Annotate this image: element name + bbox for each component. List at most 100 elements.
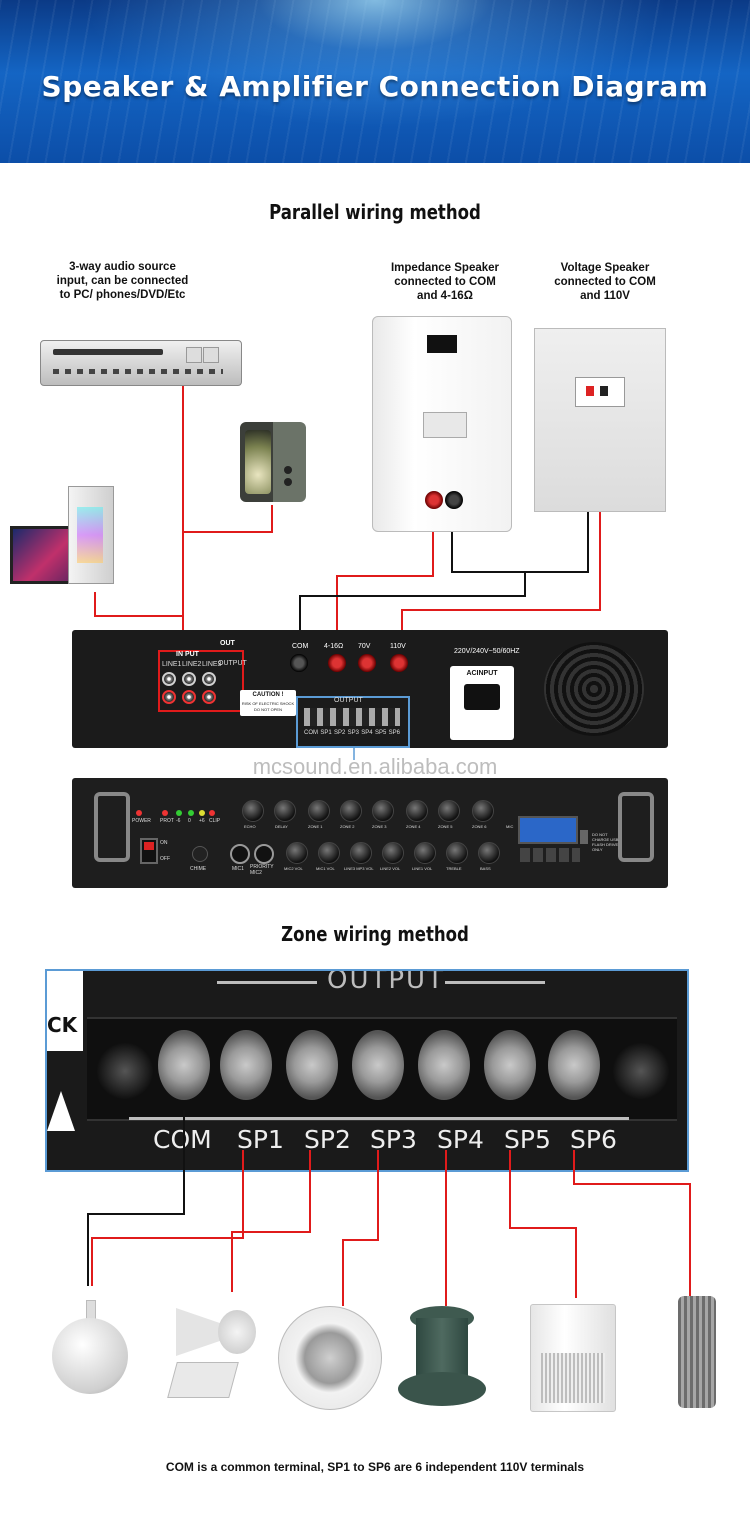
output-rule-left <box>217 981 317 984</box>
terminal-label-sp1: SP1 <box>237 1125 284 1154</box>
mic1-jack[interactable] <box>230 844 250 864</box>
terminal-base-rule <box>129 1117 629 1120</box>
chime-label: CHIME <box>190 866 207 872</box>
rack-handle-right <box>618 792 654 862</box>
echo-knob[interactable] <box>242 800 264 822</box>
led-0-label: 0 <box>188 818 191 824</box>
phone-camera <box>284 478 292 486</box>
garden-speaker-icon <box>398 1306 486 1406</box>
switch-on-label: ON <box>160 840 168 846</box>
line1-label: LINE1 <box>162 661 182 668</box>
parallel-wiring-title: Parallel wiring method <box>269 200 481 224</box>
ceiling-speaker-icon <box>50 1300 130 1398</box>
wall-speaker-grille <box>541 1353 605 1403</box>
caution-label: CAUTION ! RISK OF ELECTRIC SHOCK DO NOT … <box>240 690 296 716</box>
mount-screw-left <box>97 1043 153 1099</box>
caution-edge-label: CK <box>47 971 83 1051</box>
110v-terminal <box>390 654 408 672</box>
zone1-label: ZONE 1 <box>308 824 323 829</box>
round-ceiling-speaker-icon <box>278 1306 382 1410</box>
line3-mp3-vol-label: LINE3 MP3 VOL <box>344 866 374 871</box>
70v-terminal-label: 70V <box>358 643 371 650</box>
terminal-label-sp6: SP6 <box>570 1125 617 1154</box>
output-highlight-box: OUTPUT COM SP1 SP2 SP3 SP4 SP5 SP6 <box>296 696 410 748</box>
mic1-label: MIC1 <box>232 866 244 872</box>
zone5-knob[interactable] <box>438 800 460 822</box>
terminal-screw-sp4 <box>418 1030 470 1100</box>
delay-label: DELAY <box>275 824 288 829</box>
voltage-caption-line-3: and 110V <box>580 290 630 302</box>
usb-port[interactable] <box>580 830 588 844</box>
voltage-speaker-icon <box>534 328 666 512</box>
output-sp4-label: SP4 <box>361 730 373 736</box>
power-switch[interactable] <box>140 838 158 864</box>
bass-label: BASS <box>480 866 491 871</box>
zone1-knob[interactable] <box>308 800 330 822</box>
ac-input-label: ACINPUT <box>466 670 498 677</box>
terminal-label-sp5: SP5 <box>504 1125 551 1154</box>
watermark: mcsound.en.alibaba.com <box>252 754 498 779</box>
footer-note: COM is a common terminal, SP1 to SP6 are… <box>165 1460 585 1474</box>
rca-jack <box>162 690 176 704</box>
banner-light-rays <box>0 0 750 163</box>
impedance-terminal <box>328 654 346 672</box>
power-spec-label: 220V/240V~50/60HZ <box>454 648 520 655</box>
dvd-tray <box>53 349 163 355</box>
70v-terminal <box>358 654 376 672</box>
horn-bracket <box>167 1362 239 1398</box>
terminal-screw-sp2 <box>286 1030 338 1100</box>
bass-knob[interactable] <box>478 842 500 864</box>
sp3-wire <box>342 1150 379 1306</box>
line1-vol-knob[interactable] <box>414 842 436 864</box>
led-plus6 <box>199 810 205 816</box>
110v-terminal-label: 110V <box>390 643 406 650</box>
caution-title: CAUTION ! <box>252 692 284 698</box>
sp1-wire <box>91 1150 244 1286</box>
terminal-screw-sp5 <box>484 1030 536 1100</box>
rack-handle-left <box>94 792 130 862</box>
echo-label: ECHO <box>244 824 256 829</box>
line3-mp3-vol-knob[interactable] <box>350 842 372 864</box>
mic1-vol-label: MIC1 VOL <box>316 866 335 871</box>
rca-jack <box>202 672 216 686</box>
priority-label: PRIORITY MIC2 <box>250 864 274 876</box>
impedance-black-wire <box>299 500 526 648</box>
page-title: Speaker & Amplifier Connection Diagram <box>41 70 709 103</box>
led-minus6-label: -6 <box>176 818 181 824</box>
line2-vol-label: LINE2 VOL <box>380 866 401 871</box>
input-label: IN PUT <box>176 651 199 658</box>
output-terminal-strip <box>304 708 400 726</box>
zone6-knob[interactable] <box>472 800 494 822</box>
terminal-label-com: COM <box>153 1125 212 1154</box>
com-bus-wire <box>87 1110 185 1286</box>
impedance-red-wire <box>336 500 434 648</box>
impedance-caption-line-2: connected to COM <box>394 276 496 288</box>
media-buttons[interactable] <box>520 848 580 862</box>
voltage-caption-line-1: Voltage Speaker <box>560 262 650 274</box>
power-switch-rocker <box>144 842 154 850</box>
chime-button[interactable] <box>192 846 208 862</box>
output-small-label: OUTPUT <box>334 697 363 704</box>
voltage-caption: Voltage Speaker connected to COM and 110… <box>530 261 680 303</box>
input-highlight-box: IN PUT LINE1 LINE2 LINE3 <box>158 650 244 712</box>
delay-knob[interactable] <box>274 800 296 822</box>
line2-vol-knob[interactable] <box>382 842 404 864</box>
mic1-vol-knob[interactable] <box>318 842 340 864</box>
zone2-knob[interactable] <box>340 800 362 822</box>
voltage-red-terminal <box>586 386 594 396</box>
led-clip <box>209 810 215 816</box>
output-com-label: COM <box>304 730 318 736</box>
mic2-jack[interactable] <box>254 844 274 864</box>
mic2-vol-label: MIC2 VOL <box>284 866 303 871</box>
zone-output-label: OUTPUT <box>327 969 445 995</box>
out-label: OUT <box>220 640 235 647</box>
source-caption-line-1: 3-way audio source <box>69 261 176 273</box>
ac-input-socket: ACINPUT <box>450 666 514 740</box>
zone3-knob[interactable] <box>372 800 394 822</box>
sp5-wire <box>509 1150 577 1298</box>
mic2-vol-knob[interactable] <box>286 842 308 864</box>
zone4-knob[interactable] <box>406 800 428 822</box>
treble-knob[interactable] <box>446 842 468 864</box>
amplifier-rear-panel: IN PUT LINE1 LINE2 LINE3 OUT OUTPUT COM … <box>72 630 668 748</box>
led-power-label: POWER <box>132 818 151 824</box>
